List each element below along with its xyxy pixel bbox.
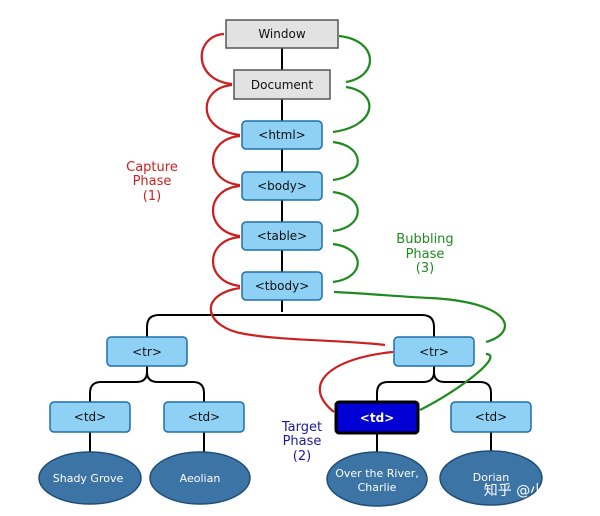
node-td-2: <td> <box>163 401 245 433</box>
node-td-target-label: <td> <box>360 411 394 425</box>
node-td-target-box <box>334 400 420 435</box>
node-td-4-label: <td> <box>475 410 507 424</box>
watermark-text: 知乎 @小透明 <box>484 482 572 499</box>
connector-trleft-tds <box>89 366 205 402</box>
node-table-label: <table> <box>257 229 308 243</box>
bubbling-phase-line3: (3) <box>416 261 434 276</box>
node-tr-left: <tr> <box>106 336 188 367</box>
bubble-arc-tr-tbody <box>333 290 506 344</box>
node-tr-right-box <box>393 336 475 367</box>
leaf-3: Over the River, Charlie <box>326 451 428 507</box>
node-document-label: Document <box>251 78 313 92</box>
target-phase-line1: Target <box>281 420 322 435</box>
node-td-4-box <box>450 401 532 433</box>
leaf-3-label-line1: Over the River, <box>335 467 419 480</box>
node-tbody: <tbody> <box>241 271 323 301</box>
capture-arc-body-table <box>212 184 241 238</box>
capture-arc-html-body <box>212 134 241 187</box>
node-tbody-box <box>241 271 323 301</box>
tree-connectors <box>89 48 492 452</box>
leaf-3-shape <box>326 451 428 507</box>
node-html-box <box>241 120 323 150</box>
bubbling-phase-line1: Bubbling <box>396 232 453 247</box>
bubbling-phase-label: Bubbling Phase (3) <box>396 232 453 276</box>
node-tbody-label: <tbody> <box>255 279 310 293</box>
capture-arc-table-tbody <box>212 235 241 288</box>
node-td-target: <td> <box>334 400 420 435</box>
capture-arc-tbody-tr <box>209 286 386 347</box>
leaf-1-shape <box>38 451 142 505</box>
node-window-label: Window <box>258 27 306 41</box>
node-html-label: <html> <box>258 128 305 142</box>
bubble-arc-body-html <box>332 140 359 182</box>
bubble-arc-tbody-table <box>332 242 359 284</box>
node-td-4: <td> <box>450 401 532 433</box>
node-body-label: <body> <box>257 179 307 193</box>
connector-tbody-trs <box>146 300 435 337</box>
bubble-arc-document-window <box>338 34 372 84</box>
capture-arc-tr-target <box>318 350 394 413</box>
bubble-arc-table-body <box>332 190 359 233</box>
node-document: Document <box>233 69 331 100</box>
node-tr-left-label: <tr> <box>132 345 162 359</box>
capture-arc-window-document <box>200 32 233 86</box>
capture-phase-line3: (1) <box>143 189 161 204</box>
leaf-2-label: Aeolian <box>180 472 221 485</box>
leaf-1: Shady Grove <box>38 451 142 505</box>
node-body-box <box>241 171 323 201</box>
capture-phase-line1: Capture <box>126 160 178 175</box>
leaf-1-label: Shady Grove <box>53 472 124 485</box>
leaf-2: Aeolian <box>149 451 251 505</box>
capture-phase-arcs <box>200 32 394 413</box>
node-tr-right-label: <tr> <box>419 345 449 359</box>
node-td-1-label: <td> <box>74 410 106 424</box>
node-td-1-box <box>49 401 131 433</box>
node-td-1: <td> <box>49 401 131 433</box>
node-document-box <box>233 69 331 100</box>
leaf-2-shape <box>149 451 251 505</box>
node-table: <table> <box>241 221 323 251</box>
capture-phase-label: Capture Phase (1) <box>126 160 178 204</box>
bubbling-phase-line2: Phase <box>406 247 445 262</box>
bubbling-phase-arcs <box>332 34 506 411</box>
node-window: Window <box>225 19 339 49</box>
target-phase-line3: (2) <box>293 449 311 464</box>
node-html: <html> <box>241 120 323 150</box>
leaf-3-label-line2: Charlie <box>358 481 397 494</box>
node-body: <body> <box>241 171 323 201</box>
capture-phase-line2: Phase <box>133 174 172 189</box>
node-tr-left-box <box>106 336 188 367</box>
bubble-arc-html-document <box>332 85 371 134</box>
leaf-4-label: Dorian <box>473 471 510 484</box>
target-phase-line2: Phase <box>283 434 322 449</box>
node-td-2-label: <td> <box>188 410 220 424</box>
node-table-box <box>241 221 323 251</box>
leaf-4-shape <box>439 450 543 506</box>
bubble-arc-target-tr <box>419 352 492 411</box>
target-phase-label: Target Phase (2) <box>281 420 322 464</box>
node-window-box <box>225 19 339 49</box>
capture-arc-document-html <box>205 83 241 137</box>
node-td-2-box <box>163 401 245 433</box>
node-tr-right: <tr> <box>393 336 475 367</box>
leaf-4: Dorian <box>439 450 543 506</box>
connector-trright-tds <box>376 366 492 402</box>
